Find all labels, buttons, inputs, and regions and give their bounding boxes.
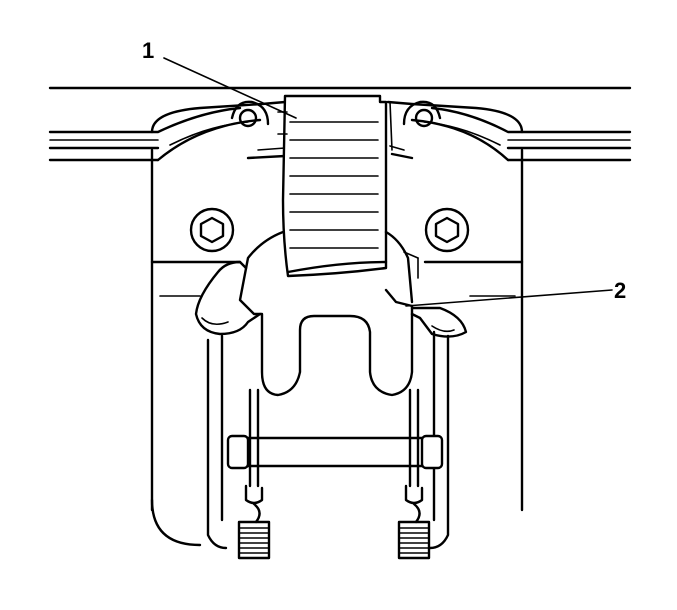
hex-bolt-left: [189, 207, 235, 253]
handle-tabs: [246, 145, 414, 160]
release-handle: [277, 94, 393, 278]
callout-2: 2: [614, 278, 626, 303]
leader-line-1: [163, 57, 297, 119]
latch-lever: [194, 230, 468, 397]
top-frame-rails: [48, 86, 632, 162]
top-notches: [230, 100, 442, 128]
callout-1: 1: [142, 38, 154, 63]
hex-bolt-right: [424, 207, 470, 253]
spring-left: [237, 484, 271, 560]
handle-ribs: [289, 121, 379, 249]
side-rails: [206, 330, 450, 550]
leader-line-2: [405, 289, 613, 307]
bracket-plate: [150, 100, 524, 547]
leader-lines: [163, 57, 613, 307]
cross-bar: [226, 434, 444, 470]
spring-right: [397, 484, 431, 560]
